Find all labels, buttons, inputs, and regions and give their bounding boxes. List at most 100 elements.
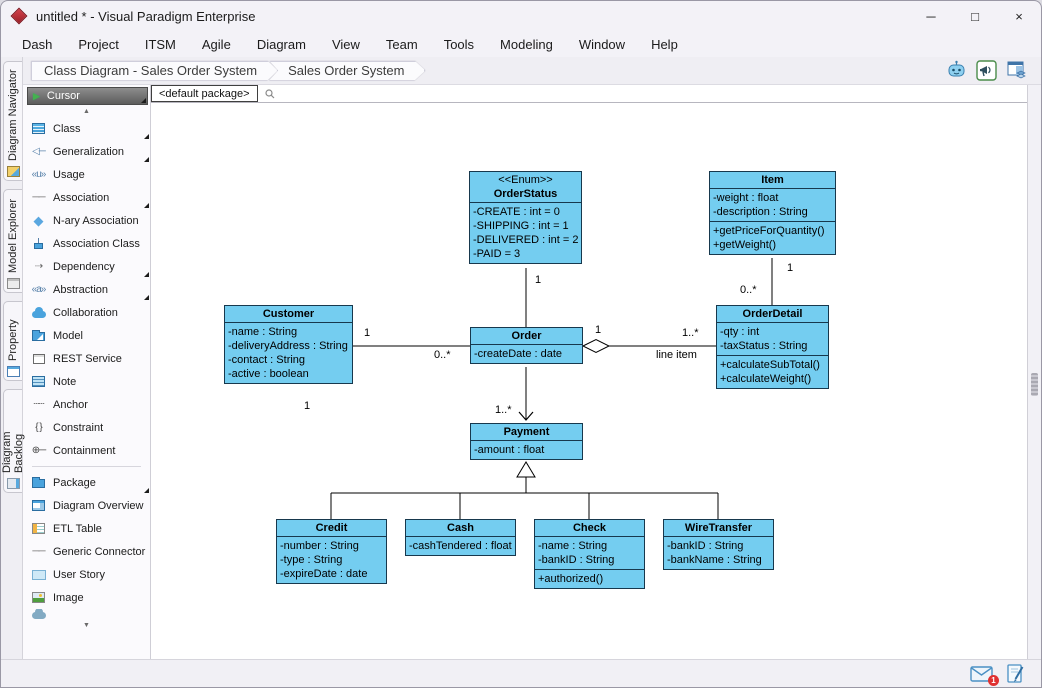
class-check[interactable]: Check -name : String -bankID : String +a… xyxy=(534,519,645,589)
menu-window[interactable]: Window xyxy=(578,36,626,52)
palette-item-class[interactable]: Class xyxy=(23,117,150,140)
diagram-canvas[interactable]: <<Enum>> OrderStatus -CREATE : int = 0 -… xyxy=(151,102,1027,659)
menu-bar: Dash Project ITSM Agile Diagram View Tea… xyxy=(1,31,1041,57)
diagram-overview-icon xyxy=(32,500,45,511)
menu-agile[interactable]: Agile xyxy=(201,36,231,52)
palette-item-dependency[interactable]: ⇢ Dependency xyxy=(23,255,150,278)
class-credit[interactable]: Credit -number : String -type : String -… xyxy=(276,519,387,584)
palette-item-collaboration[interactable]: Collaboration xyxy=(23,301,150,324)
palette-item-association[interactable]: ── Association xyxy=(23,186,150,209)
class-customer[interactable]: Customer -name : String -deliveryAddress… xyxy=(224,305,353,384)
connector-lines xyxy=(330,258,773,519)
menu-diagram[interactable]: Diagram xyxy=(256,36,306,52)
open-arrowhead xyxy=(518,411,534,421)
tab-property[interactable]: Property xyxy=(3,301,22,381)
palette-scroll-up[interactable]: ▲ xyxy=(23,105,150,117)
model-explorer-icon xyxy=(6,278,20,289)
property-icon xyxy=(6,366,20,377)
side-tab-strip: Diagram Navigator Model Explorer Propert… xyxy=(1,57,25,659)
breadcrumb-item-package[interactable]: Sales Order System xyxy=(278,61,425,81)
tab-diagram-navigator[interactable]: Diagram Navigator xyxy=(3,61,22,181)
model-icon xyxy=(32,330,45,341)
palette-item-abstraction[interactable]: «a» Abstraction xyxy=(23,278,150,301)
menu-itsm[interactable]: ITSM xyxy=(144,36,176,52)
messages-button[interactable]: 1 xyxy=(970,665,999,686)
class-wiretransfer[interactable]: WireTransfer -bankID : String -bankName … xyxy=(663,519,774,570)
menu-modeling[interactable]: Modeling xyxy=(500,36,553,52)
palette-item-anchor[interactable]: ┄┄ Anchor xyxy=(23,393,150,416)
palette-scroll-down[interactable]: ▼ xyxy=(23,619,150,631)
canvas-tab-row: <default package> xyxy=(151,85,1027,102)
class-orderstatus[interactable]: <<Enum>> OrderStatus -CREATE : int = 0 -… xyxy=(469,171,582,264)
tab-default-package[interactable]: <default package> xyxy=(151,85,258,102)
envelope-icon xyxy=(970,665,993,682)
palette-item-constraint[interactable]: { } Constraint xyxy=(23,416,150,439)
palette-item-nary-association[interactable]: ◆ N-ary Association xyxy=(23,209,150,232)
minimize-button[interactable]: ─ xyxy=(926,8,936,24)
containment-icon: ⊕─ xyxy=(31,445,46,456)
class-payment[interactable]: Payment -amount : float xyxy=(470,423,583,460)
constraint-icon: { } xyxy=(35,422,42,433)
palette-item-cursor[interactable]: ▶ Cursor xyxy=(27,87,148,105)
image-icon xyxy=(32,592,45,603)
package-icon xyxy=(32,477,45,488)
visual-paradigm-logo-icon xyxy=(10,7,28,25)
tool-palette: ▶ Cursor ▲ Class ◁─ Generalization xyxy=(23,85,151,659)
maximize-button[interactable]: □ xyxy=(971,8,979,24)
menu-help[interactable]: Help xyxy=(651,36,678,52)
palette-item-partial[interactable] xyxy=(23,609,150,619)
menu-project[interactable]: Project xyxy=(78,36,119,52)
announcement-icon[interactable] xyxy=(976,60,997,81)
menu-view[interactable]: View xyxy=(331,36,360,52)
palette-item-image[interactable]: Image xyxy=(23,586,150,609)
multiplicity-label: 1..* xyxy=(682,327,699,339)
class-item[interactable]: Item -weight : float -description : Stri… xyxy=(709,171,836,255)
note-icon xyxy=(32,376,45,387)
palette-item-note[interactable]: Note xyxy=(23,370,150,393)
palette-item-generic-connector[interactable]: ── Generic Connector xyxy=(23,540,150,563)
menu-team[interactable]: Team xyxy=(385,36,418,52)
menu-dash[interactable]: Dash xyxy=(22,36,53,52)
multiplicity-label: 1 xyxy=(595,324,602,336)
notes-button[interactable] xyxy=(1007,664,1025,683)
generalization-triangle xyxy=(516,461,536,478)
diagram-navigator-icon xyxy=(6,166,20,177)
splitter-grip[interactable] xyxy=(1031,373,1038,396)
palette-item-user-story[interactable]: User Story xyxy=(23,563,150,586)
class-cash[interactable]: Cash -cashTendered : float xyxy=(405,519,516,556)
multiplicity-label: 1 xyxy=(535,274,542,286)
scroll-down-icon: ▼ xyxy=(83,621,90,629)
palette-item-association-class[interactable]: Association Class xyxy=(23,232,150,255)
association-icon: ── xyxy=(32,192,45,203)
breadcrumb-item-diagram[interactable]: Class Diagram - Sales Order System xyxy=(31,61,278,81)
tab-model-explorer[interactable]: Model Explorer xyxy=(3,189,22,293)
class-order[interactable]: Order -createDate : date xyxy=(470,327,583,364)
palette-item-containment[interactable]: ⊕─ Containment xyxy=(31,444,116,457)
generalization-icon: ◁─ xyxy=(32,146,46,157)
cloud-icon xyxy=(31,609,46,619)
menu-tools[interactable]: Tools xyxy=(443,36,475,52)
association-class-icon xyxy=(34,238,43,249)
layout-panes-icon[interactable] xyxy=(1006,60,1027,81)
association-name-label: line item xyxy=(656,349,697,361)
class-orderdetail[interactable]: OrderDetail -qty : int -taxStatus : Stri… xyxy=(716,305,829,389)
anchor-icon: ┄┄ xyxy=(33,399,44,410)
multiplicity-label: 1 xyxy=(304,400,311,412)
palette-item-package[interactable]: Package xyxy=(23,471,150,494)
dependency-icon: ⇢ xyxy=(34,261,43,272)
multiplicity-label: 0..* xyxy=(434,349,451,361)
window-title: untitled * - Visual Paradigm Enterprise xyxy=(36,8,256,24)
diagram-backlog-icon xyxy=(6,478,20,489)
palette-item-generalization[interactable]: ◁─ Generalization xyxy=(23,140,150,163)
palette-item-etl-table[interactable]: ETL Table xyxy=(23,517,150,540)
palette-item-rest-service[interactable]: REST Service xyxy=(23,347,150,370)
palette-item-model[interactable]: Model xyxy=(23,324,150,347)
ai-assistant-icon[interactable] xyxy=(946,60,967,81)
palette-item-usage[interactable]: «u» Usage xyxy=(31,168,85,181)
close-button[interactable]: × xyxy=(1015,8,1023,24)
magnifier-icon[interactable] xyxy=(264,88,275,99)
tab-diagram-backlog[interactable]: Diagram Backlog xyxy=(1,389,25,493)
abstraction-icon: «a» xyxy=(31,284,47,295)
palette-item-diagram-overview[interactable]: Diagram Overview xyxy=(23,494,150,517)
